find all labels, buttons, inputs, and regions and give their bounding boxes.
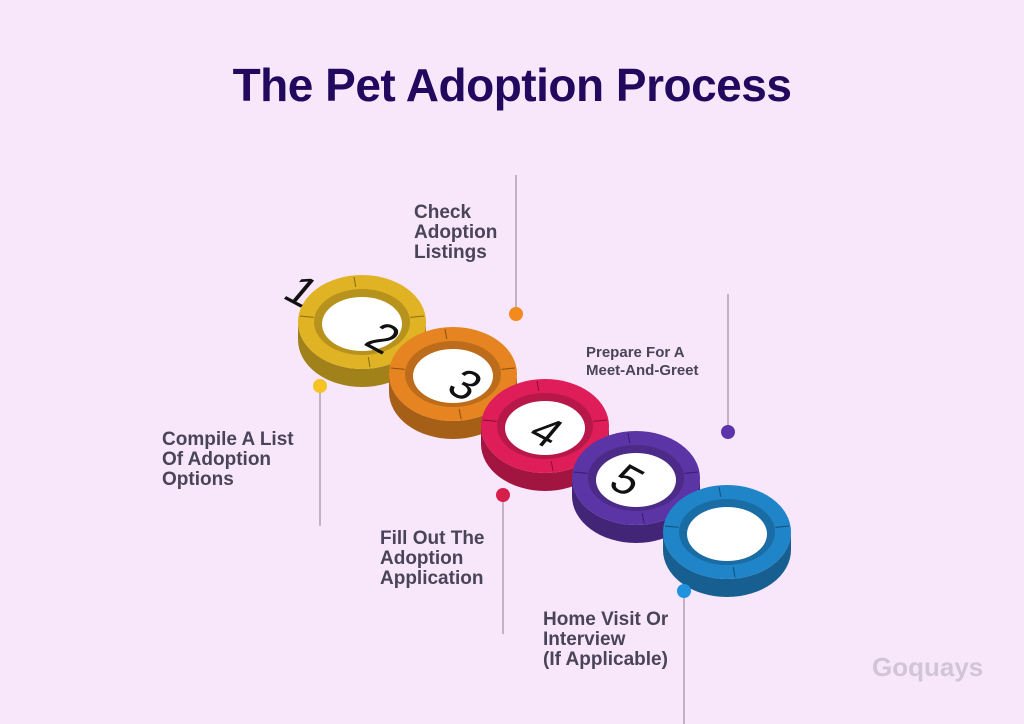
step-2-label-line: Compile A List: [162, 429, 294, 450]
step-5-label-line: Home Visit Or: [543, 609, 669, 630]
step-1-ring-segment: [299, 315, 314, 318]
step-5-ring-segment: [732, 567, 736, 578]
step-4-label-line: Adoption: [380, 548, 464, 569]
step-2-ring-segment: [458, 409, 462, 420]
step-4-ring-segment: [684, 471, 699, 474]
step-5-ring-center: [687, 507, 767, 561]
step-5-label-line: (If Applicable): [543, 649, 668, 670]
step-4-ring-segment: [573, 471, 588, 474]
step-5-label: Home Visit Or Interview (If Applicable): [543, 610, 668, 670]
step-2-label-line: Options: [162, 469, 234, 490]
step-3-label-line: Prepare For A: [586, 344, 685, 361]
step-2-dot: [313, 379, 327, 393]
step-1-label-line: Adoption: [414, 222, 498, 243]
page-title: The Pet Adoption Process: [232, 59, 792, 111]
step-5-dot: [677, 584, 691, 598]
brand-watermark: Goquays: [872, 652, 984, 682]
step-3-dot: [721, 425, 735, 439]
step-1-ring-segment: [410, 315, 425, 318]
step-4-label-line: Application: [380, 568, 484, 589]
step-2-ring-segment: [390, 367, 405, 370]
step-3-ring-center: [505, 401, 585, 455]
step-4-ring-segment: [627, 432, 631, 443]
step-4-dot: [496, 488, 510, 502]
step-5-ring-segment: [775, 525, 790, 528]
step-1-label-line: Listings: [414, 242, 487, 263]
step-3-ring: 3: [438, 361, 609, 491]
step-3-ring-segment: [482, 419, 497, 422]
step-3-ring-segment: [536, 380, 540, 391]
step-5-ring-segment: [664, 525, 679, 528]
step-3-ring-segment: [593, 419, 608, 422]
step-4-label-line: Fill Out The: [380, 528, 485, 549]
step-3-ring-segment: [550, 461, 554, 472]
step-5-ring: 5: [600, 456, 791, 597]
step-2-ring-segment: [501, 367, 516, 370]
step-3-label: Prepare For A Meet-And-Greet: [586, 344, 699, 380]
step-1-ring-segment: [353, 276, 357, 287]
step-2-label: Compile A List Of Adoption Options: [162, 430, 294, 490]
step-2-ring-segment: [444, 328, 448, 339]
step-2-label-line: Of Adoption: [162, 449, 272, 470]
step-3-label-line: Meet-And-Greet: [586, 362, 699, 379]
step-1-label-line: Check: [414, 202, 472, 223]
step-1-ring-segment: [367, 357, 371, 368]
step-4-ring-center: [596, 453, 676, 507]
step-5-ring-segment: [718, 486, 722, 497]
step-5-label-line: Interview: [543, 629, 626, 650]
step-1-label: Check Adoption Listings: [414, 203, 497, 263]
step-2-ring-center: [413, 349, 493, 403]
step-4-label: Fill Out The Adoption Application: [380, 529, 485, 589]
step-4-ring-segment: [641, 513, 645, 524]
step-1-dot: [509, 307, 523, 321]
step-5-ring-side: [663, 532, 791, 597]
step-1-ring-center: [322, 297, 402, 351]
